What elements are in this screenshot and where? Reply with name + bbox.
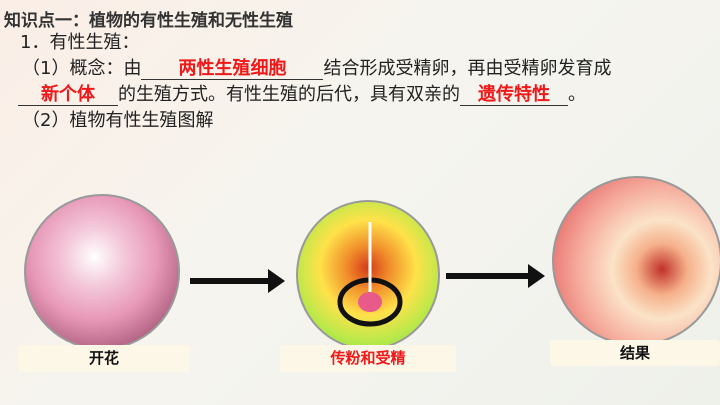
concept-line-1: （1）概念：由两性生殖细胞结合形成受精卵，再由受精卵发育成 [22, 54, 611, 80]
answer-blank-3: 遗传特性 [460, 85, 568, 106]
stage-label-fruiting: 结果 [550, 340, 720, 366]
concept-end: 。 [568, 84, 586, 105]
arrow-right-icon [190, 269, 285, 293]
concept-prefix: （1）概念：由 [22, 58, 142, 79]
pistil-icon [337, 222, 403, 327]
stage-label-flowering: 开花 [18, 345, 190, 372]
section-heading-diagram: （2）植物有性生殖图解 [22, 110, 214, 131]
slide-title: 知识点一：植物的有性生殖和无性生殖 [4, 11, 293, 31]
arrow-right-icon [446, 264, 545, 288]
flower-image [24, 194, 180, 350]
concept-line-2: 新个体的生殖方式。有性生殖的后代，具有双亲的遗传特性。 [18, 80, 586, 106]
concept-mid-2: 的生殖方式。有性生殖的后代，具有双亲的 [118, 84, 460, 105]
answer-blank-1: 两性生殖细胞 [141, 59, 324, 80]
answer-blank-2: 新个体 [18, 85, 118, 106]
stage-label-pollination-fertilization: 传粉和受精 [280, 345, 456, 372]
concept-mid-1: 结合形成受精卵，再由受精卵发育成 [323, 58, 612, 79]
section-heading-sexual-reproduction: 1．有性生殖： [20, 32, 140, 53]
peach-fruit-image [552, 176, 720, 346]
pollination-fertilization-diagram [296, 200, 440, 350]
